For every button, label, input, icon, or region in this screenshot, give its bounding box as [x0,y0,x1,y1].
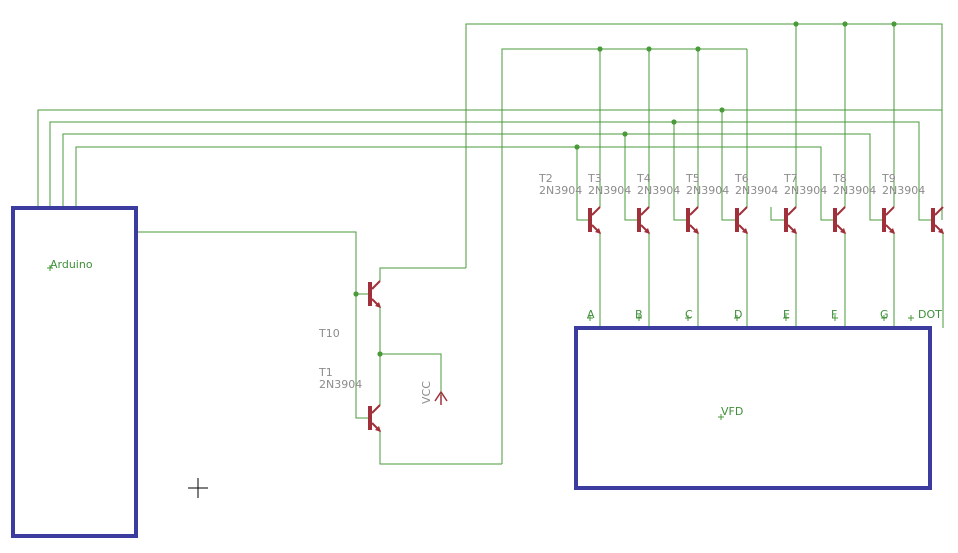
emitter-arrow-icon [595,228,601,234]
seg-value-t5: 2N3904 [686,184,729,197]
arduino-signal-wire [49,121,920,220]
transistor-t6[interactable] [784,206,797,234]
transistor-t7[interactable] [833,206,846,234]
vfd-pin-e: E [783,308,790,321]
seg-name-t7: T7 [783,172,798,185]
seg-value-t2: 2N3904 [539,184,582,197]
transistor-t9[interactable] [931,206,944,234]
vfd-pin-f: F [831,308,837,321]
seg-value-t3: 2N3904 [588,184,631,197]
arduino-label: Arduino [50,258,93,271]
vfd-pin-b: B [635,308,643,321]
vcc-label: VCC [420,381,433,404]
pin-marker [685,315,691,321]
seg-name-t9: T9 [881,172,896,185]
transistor-t2[interactable] [588,206,601,234]
emitter-arrow-icon [889,228,895,234]
vcc-arrow-icon [434,390,448,405]
arduino-signal-wire [75,146,822,220]
pin-marker [587,315,593,321]
pin-marker [908,315,914,321]
emitter-arrow-icon [742,228,748,234]
arduino-signal-wire [37,109,943,220]
transistor-stroke [371,404,381,414]
transistor-stroke [885,206,895,216]
transistor-stroke [591,206,601,216]
arduino-output-wire [136,231,368,295]
transistor-t5[interactable] [735,206,748,234]
pin-marker [881,315,887,321]
t10-name: T10 [318,327,340,340]
emitter-arrow-icon [375,426,381,432]
transistor-t4[interactable] [686,206,699,234]
emitter-arrow-icon [644,228,650,234]
transistor-stroke [640,206,650,216]
vcc-wire [380,353,442,395]
seg-name-t8: T8 [832,172,847,185]
pin-marker [47,265,53,271]
vfd-pin-dot: DOT [918,308,942,321]
emitter-arrow-icon [938,228,944,234]
seg-name-t4: T4 [636,172,651,185]
transistor-t1[interactable] [368,404,381,432]
pin-marker [734,315,740,321]
base-stub-wire [770,207,786,221]
seg-name-t5: T5 [685,172,700,185]
emitter-arrow-icon [693,228,699,234]
transistor-stroke [371,280,381,290]
base-stub-wire [673,207,688,221]
vfd-pin-d: D [734,308,742,321]
vfd-pin-a: A [587,308,595,321]
vfd-pin-c: C [685,308,693,321]
vfd-pin-g: G [880,308,889,321]
arduino-part[interactable] [11,206,138,538]
transistor-t10[interactable] [368,280,381,308]
seg-name-t6: T6 [734,172,749,185]
pin-marker [783,315,789,321]
emitter-arrow-icon [840,228,846,234]
seg-value-t7: 2N3904 [784,184,827,197]
base-stub-wire [721,207,737,221]
base-share-wire [355,294,368,419]
pin-marker [832,315,838,321]
transistor-stroke [689,206,699,216]
base-stub-wire [820,207,835,221]
seg-value-t4: 2N3904 [637,184,680,197]
pin-marker [636,315,642,321]
transistor-stroke [738,206,748,216]
seg-value-t8: 2N3904 [833,184,876,197]
seg-value-t9: 2N3904 [882,184,925,197]
seg-name-t2: T2 [538,172,553,185]
rail-wire [501,48,698,464]
base-stub-wire [869,207,884,221]
t1-name: T1 [318,366,333,379]
emitter-wire [379,431,502,465]
seg-value-t6: 2N3904 [735,184,778,197]
crosshair-cursor-icon [188,478,208,498]
segment-transistor-group [588,206,944,234]
vfd-label: VFD [721,405,743,418]
transistor-stroke [787,206,797,216]
collector-wire [379,267,466,281]
base-stub-wire [624,207,639,221]
transistor-t8[interactable] [882,206,895,234]
transistor-stroke [934,206,944,216]
seg-name-t3: T3 [587,172,602,185]
transistor-t3[interactable] [637,206,650,234]
wire-network [37,21,944,465]
pin-marker [718,414,724,420]
vfd-part[interactable] [574,326,932,490]
transistor-stroke [836,206,846,216]
rail-wire [465,23,943,268]
base-stub-wire [576,207,590,221]
t1-value: 2N3904 [319,378,362,391]
emitter-arrow-icon [791,228,797,234]
emitter-arrow-icon [375,302,381,308]
base-stub-wire [918,207,933,221]
